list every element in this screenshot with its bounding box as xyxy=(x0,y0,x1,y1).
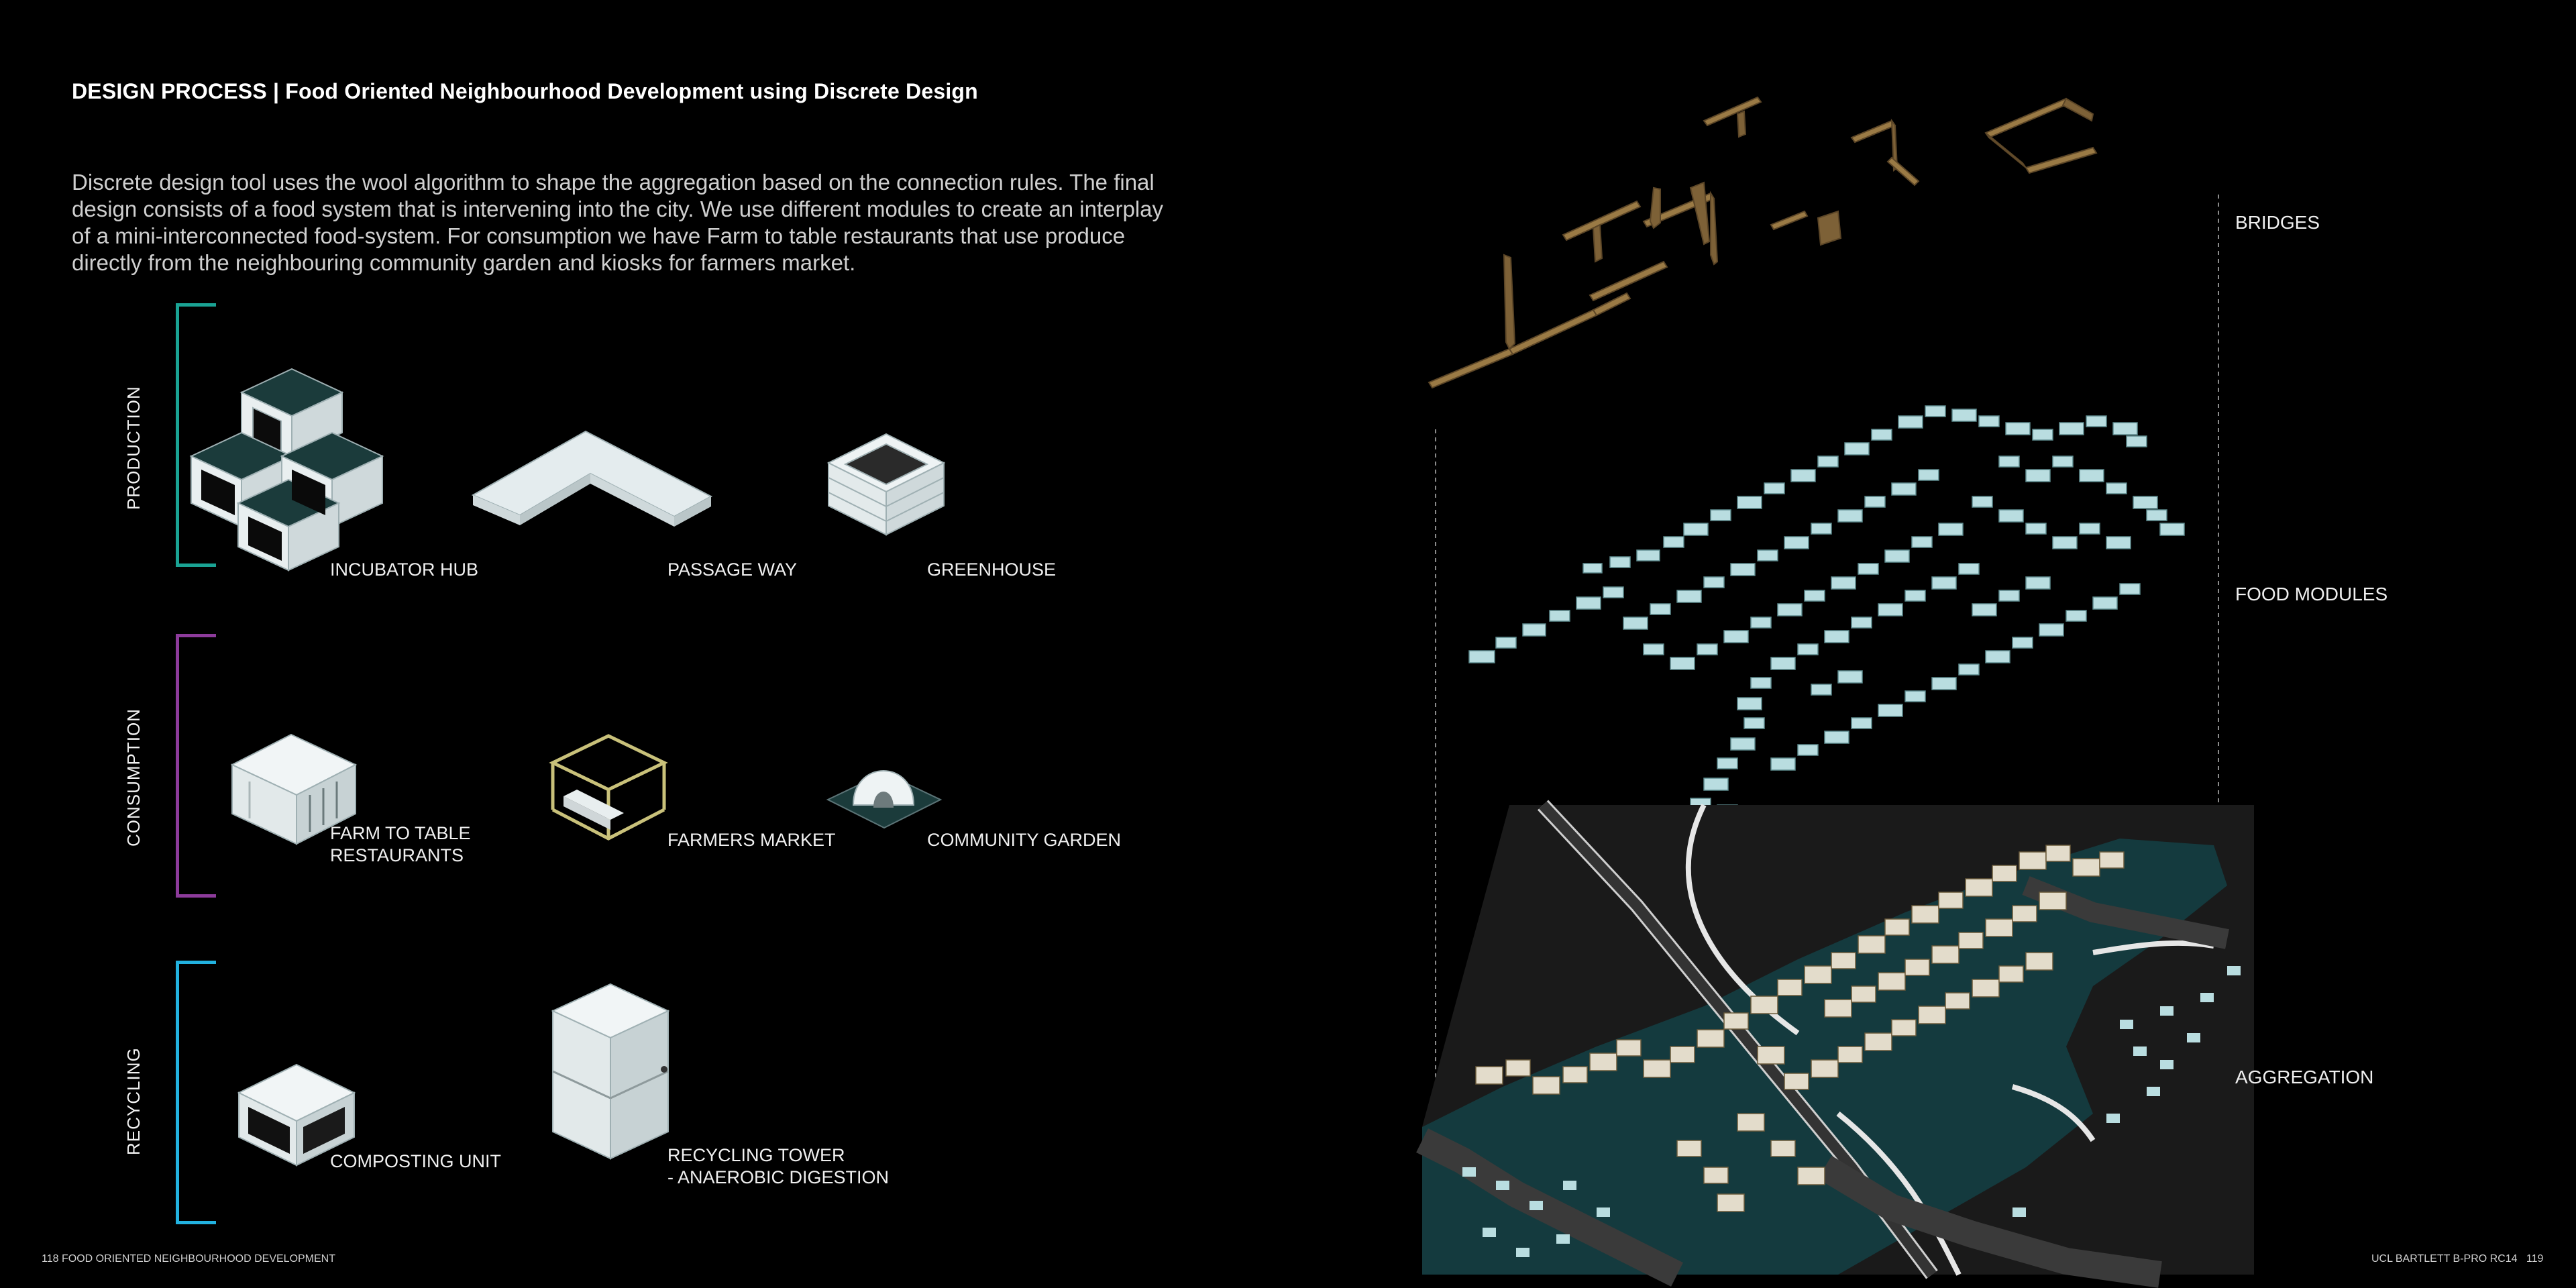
recycling-tower-icon xyxy=(551,983,670,1160)
footer-right-text: UCL BARTLETT B-PRO RC14 xyxy=(2371,1253,2518,1265)
layer-label-aggregation: AGGREGATION xyxy=(2235,1067,2374,1087)
page-number-left: 118 xyxy=(42,1253,59,1265)
module-label-recycling-tower-line1: RECYCLING TOWER xyxy=(667,1145,845,1165)
consumption-bracket xyxy=(176,634,216,898)
module-label-farmers-market: FARMERS MARKET xyxy=(667,830,836,850)
intro-line: directly from the neighbouring community… xyxy=(72,250,856,275)
layer-label-food-modules: FOOD MODULES xyxy=(2235,584,2388,604)
farmers-market-icon xyxy=(549,734,668,841)
greenhouse-icon xyxy=(826,433,946,536)
module-label-farm-to-table-line1: FARM TO TABLE xyxy=(330,823,471,843)
layer-label-bridges: BRIDGES xyxy=(2235,212,2320,233)
intro-line: of a mini-interconnected food-system. Fo… xyxy=(72,223,1126,248)
recycling-bracket xyxy=(176,961,216,1224)
composting-unit-icon xyxy=(237,1063,356,1167)
module-label-community-garden: COMMUNITY GARDEN xyxy=(927,830,1122,850)
category-label-production: PRODUCTION xyxy=(123,386,144,510)
aggregation-layer xyxy=(1416,800,2254,1288)
intro-line: design consists of a food system that is… xyxy=(72,197,1164,221)
module-label-passage-way: PASSAGE WAY xyxy=(667,559,798,580)
page-title: DESIGN PROCESS | Food Oriented Neighbour… xyxy=(72,79,978,103)
community-garden-icon xyxy=(826,770,943,829)
category-label-recycling: RECYCLING xyxy=(123,1047,144,1155)
exploded-axonometric-drawing xyxy=(1416,96,2254,1288)
footer-right: UCL BARTLETT B-PRO RC14 119 xyxy=(2371,1253,2543,1265)
page-number-right: 119 xyxy=(2526,1253,2544,1265)
module-label-incubator-hub: INCUBATOR HUB xyxy=(330,559,479,580)
footer-left: 118 FOOD ORIENTED NEIGHBOURHOOD DEVELOPM… xyxy=(42,1253,335,1265)
module-label-recycling-tower-line2: - ANAEROBIC DIGESTION xyxy=(667,1167,890,1187)
farm-to-table-icon xyxy=(230,733,358,845)
module-label-composting-unit: COMPOSTING UNIT xyxy=(330,1151,501,1171)
bridges-layer xyxy=(1428,96,2098,389)
module-label-recycling-tower: RECYCLING TOWER - ANAEROBIC DIGESTION xyxy=(667,1144,889,1189)
incubator-hub-icon xyxy=(189,368,384,572)
intro-paragraph: Discrete design tool uses the wool algor… xyxy=(72,169,1212,276)
production-bracket xyxy=(176,303,216,567)
module-label-farm-to-table: FARM TO TABLE RESTAURANTS xyxy=(330,822,471,867)
category-label-consumption: CONSUMPTION xyxy=(123,708,144,847)
food-modules-layer xyxy=(1468,405,2185,831)
passage-way-icon xyxy=(471,430,713,527)
footer-left-text: FOOD ORIENTED NEIGHBOURHOOD DEVELOPMENT xyxy=(61,1253,336,1265)
module-label-farm-to-table-line2: RESTAURANTS xyxy=(330,845,464,865)
intro-line: Discrete design tool uses the wool algor… xyxy=(72,170,1155,195)
module-label-greenhouse: GREENHOUSE xyxy=(927,559,1057,580)
